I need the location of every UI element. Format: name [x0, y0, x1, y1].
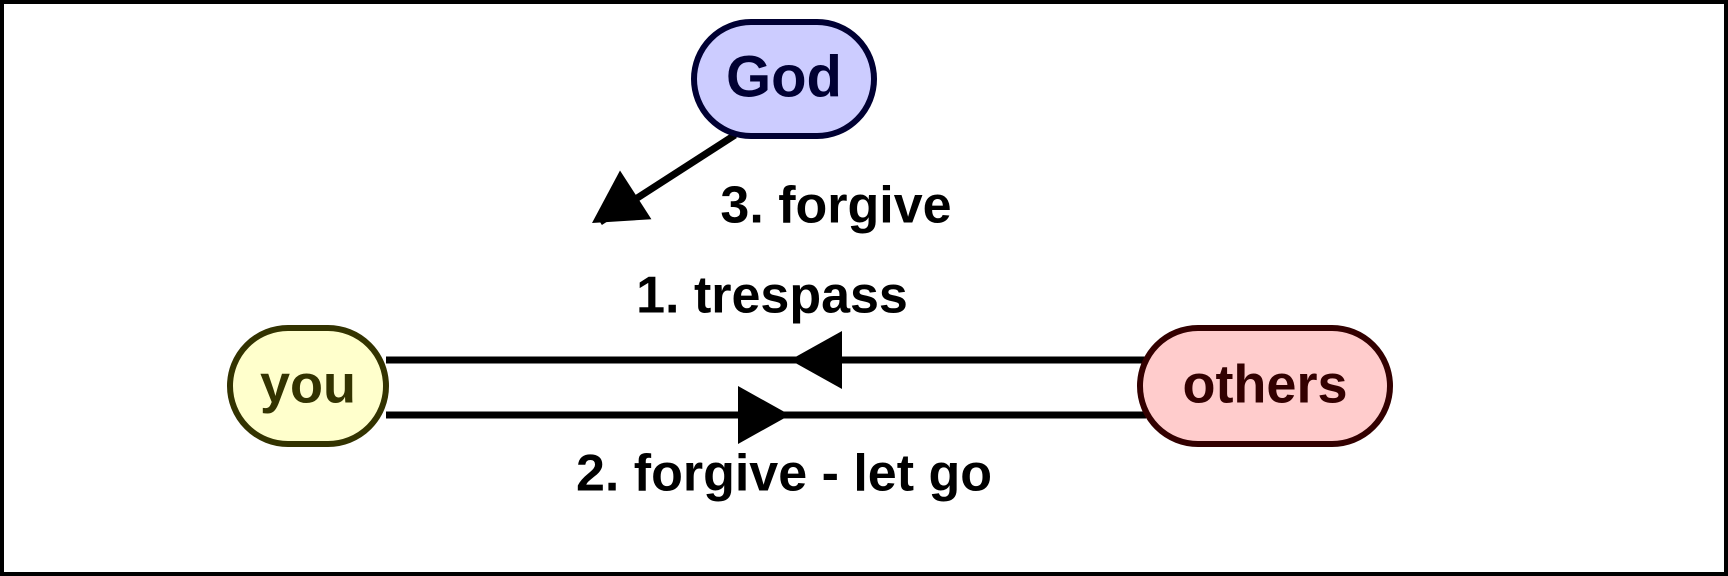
- arrowhead-left-icon: [790, 331, 842, 389]
- node-you-shape: [227, 325, 389, 447]
- node-you-label: you: [260, 354, 356, 414]
- node-others[interactable]: others: [1137, 325, 1393, 447]
- edge-label-trespass: 1. trespass: [636, 267, 908, 325]
- edge-others-to-you[interactable]: [386, 331, 1146, 389]
- node-god-shape: [691, 19, 877, 139]
- node-others-shape: [1137, 325, 1393, 447]
- arrowhead-right-icon: [738, 386, 790, 444]
- arrowhead-down-left-icon: [592, 170, 652, 223]
- node-god[interactable]: God: [691, 19, 877, 139]
- edge-label-forgive-let-go: 2. forgive - let go: [576, 445, 992, 503]
- node-others-label: others: [1182, 354, 1347, 414]
- node-god-label: God: [726, 44, 842, 109]
- edge-god-to-you[interactable]: [592, 132, 737, 225]
- edge-label-forgive-god: 3. forgive: [720, 177, 951, 235]
- node-you[interactable]: you: [227, 325, 389, 447]
- edge-you-to-others[interactable]: [386, 386, 1146, 444]
